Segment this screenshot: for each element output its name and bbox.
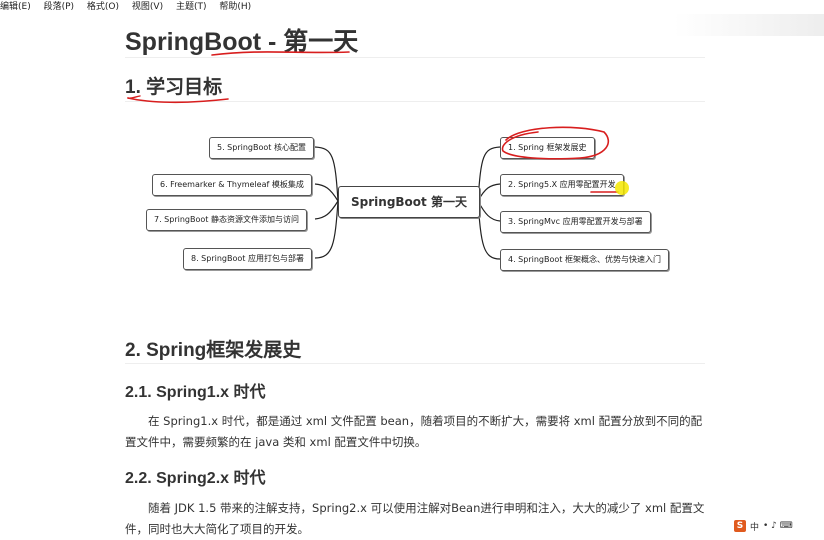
section-learning-goals: 1. 学习目标: [125, 77, 223, 98]
paragraph-spring1x: 在 Spring1.x 时代，都是通过 xml 文件配置 bean，随着项目的不…: [125, 414, 703, 449]
subsection-spring2x: 2.2. Spring2.x 时代: [125, 470, 266, 487]
mindmap-node-4: 4. SpringBoot 框架概念、优势与快速入门: [500, 249, 669, 271]
menu-format[interactable]: 格式(O): [86, 2, 120, 12]
title-rule: [125, 57, 705, 58]
section-spring-history: 2. Spring框架发展史: [125, 340, 302, 361]
section2-rule: [125, 363, 705, 364]
mindmap-node-3: 3. SpringMvc 应用零配置开发与部署: [500, 211, 651, 233]
ime-lang-indicator[interactable]: 中: [750, 522, 760, 533]
tray-symbols-icon[interactable]: • ♪ ⌨: [763, 521, 793, 531]
menu-edit[interactable]: 编辑(E): [0, 2, 31, 12]
mindmap-node-8: 8. SpringBoot 应用打包与部署: [183, 248, 312, 270]
sogou-s-icon[interactable]: S: [734, 520, 746, 532]
system-tray: S 中 • ♪ ⌨: [734, 518, 824, 534]
menu-view[interactable]: 视图(V): [131, 2, 164, 12]
mindmap-node-1: 1. Spring 框架发展史: [500, 137, 595, 159]
mindmap-center-node: SpringBoot 第一天: [338, 186, 480, 218]
watermark-overlay: [674, 10, 824, 36]
menu-paragraph[interactable]: 段落(P): [43, 2, 75, 12]
menu-help[interactable]: 帮助(H): [219, 2, 252, 12]
menu-bar: 编辑(E) 段落(P) 格式(O) 视图(V) 主题(T) 帮助(H): [0, 0, 824, 14]
mindmap-node-6: 6. Freemarker & Thymeleaf 模板集成: [152, 174, 312, 196]
menu-theme[interactable]: 主题(T): [175, 2, 207, 12]
paragraph-spring2x: 随着 JDK 1.5 带来的注解支持，Spring2.x 可以使用注解对Bean…: [125, 501, 705, 536]
mind-map: SpringBoot 第一天 5. SpringBoot 核心配置 6. Fre…: [145, 126, 675, 276]
subsection-spring1x: 2.1. Spring1.x 时代: [125, 384, 266, 401]
mindmap-node-5: 5. SpringBoot 核心配置: [209, 137, 314, 159]
mindmap-node-2: 2. Spring5.X 应用零配置开发: [500, 174, 624, 196]
section1-rule: [125, 101, 705, 102]
mindmap-node-7: 7. SpringBoot 静态资源文件添加与访问: [146, 209, 307, 231]
doc-title: SpringBoot - 第一天: [125, 28, 359, 56]
